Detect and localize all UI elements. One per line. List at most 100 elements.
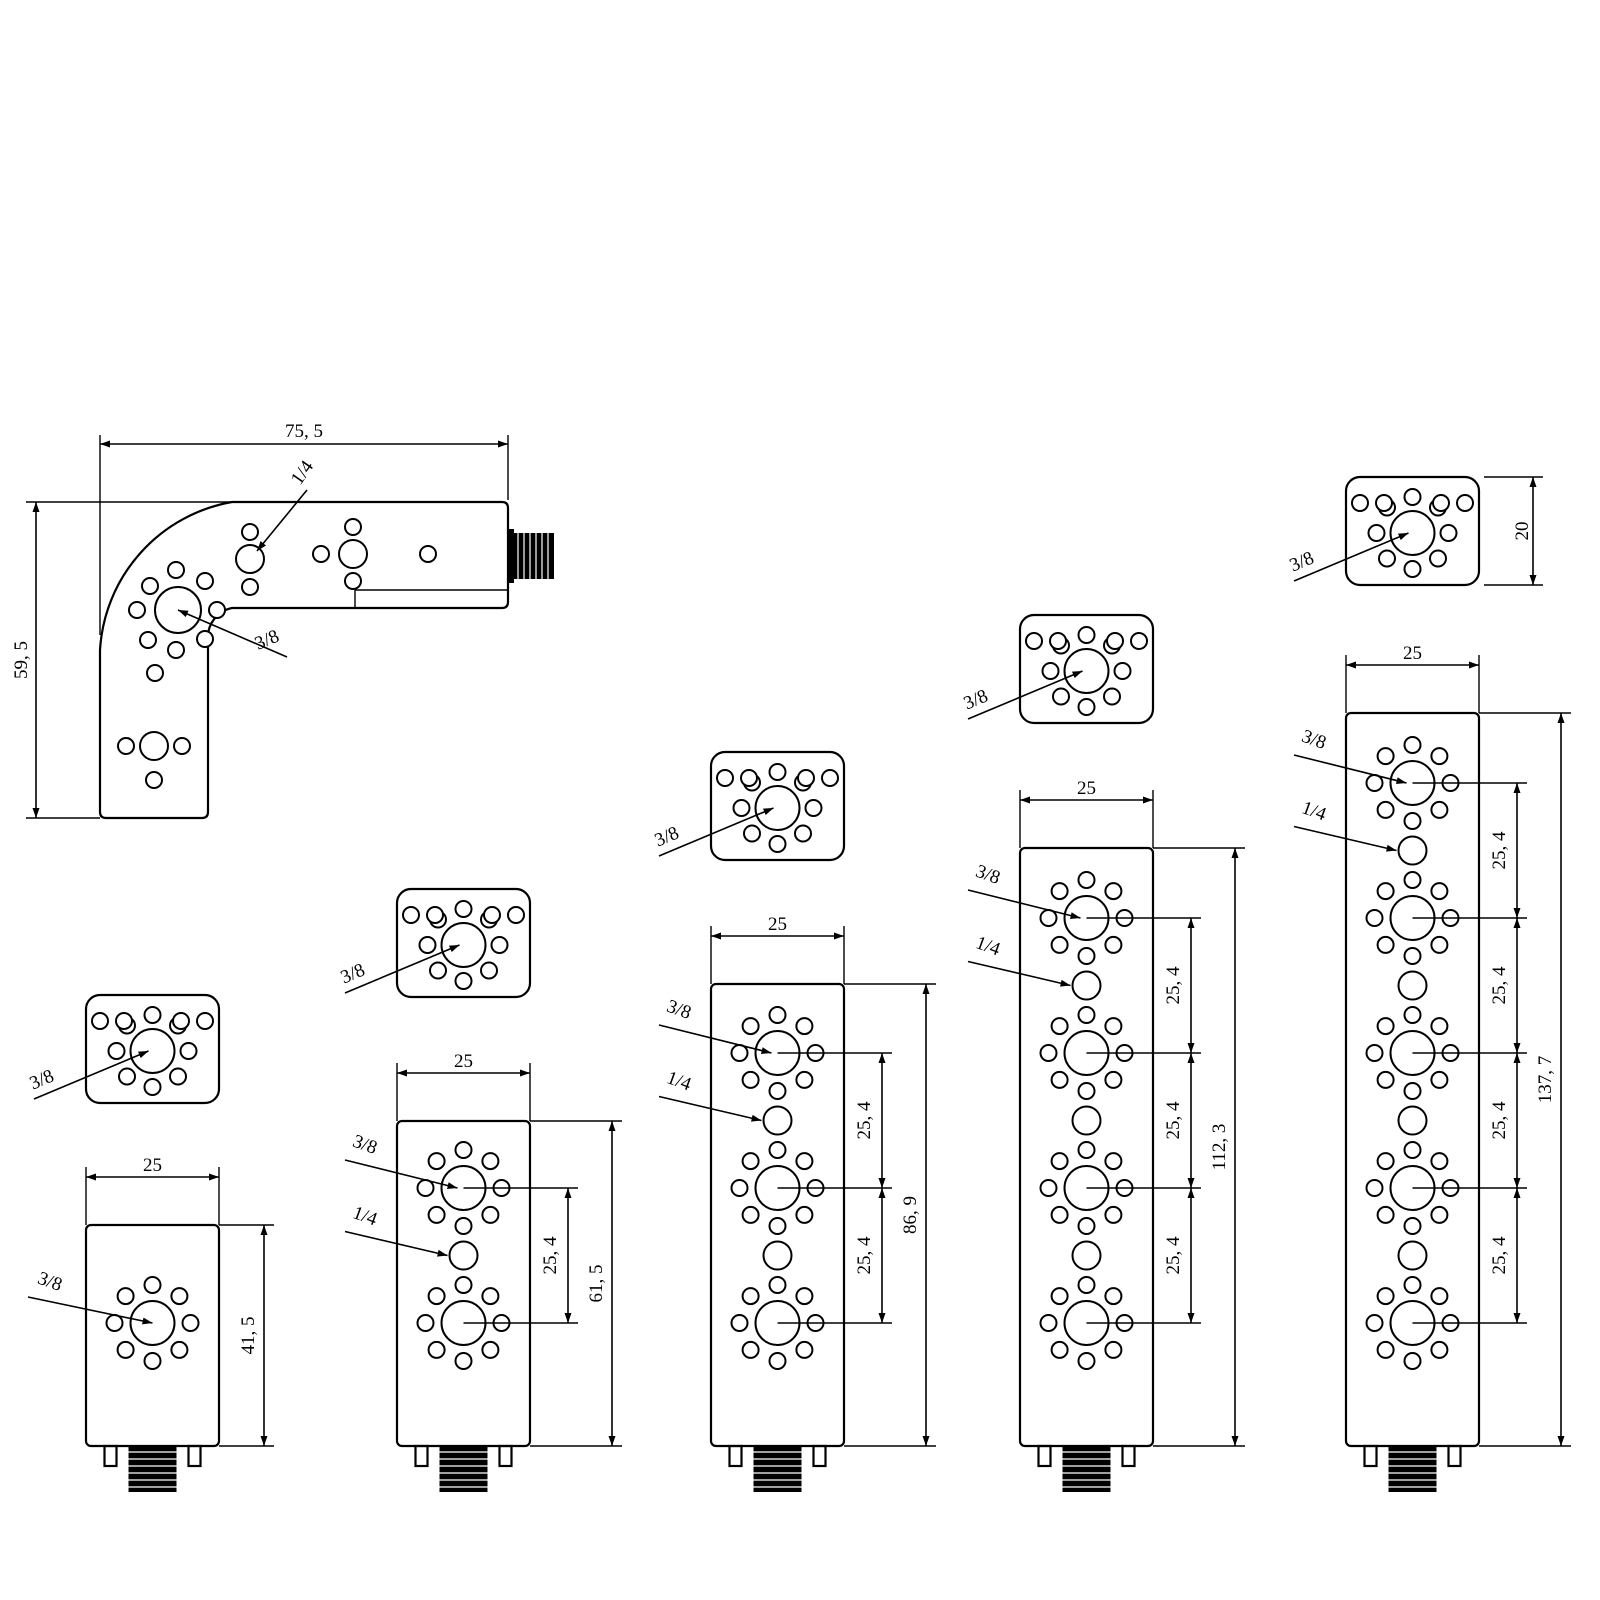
hole-small bbox=[1077, 1352, 1096, 1370]
hole-small bbox=[454, 900, 473, 918]
hole-small bbox=[1367, 524, 1386, 542]
hole-small bbox=[143, 1006, 162, 1024]
hole-quarter bbox=[1071, 970, 1102, 1001]
bracket-quarter-label: 1/4 bbox=[287, 457, 318, 489]
hole-small bbox=[1039, 1314, 1058, 1332]
hole-small bbox=[1104, 935, 1123, 954]
hole-small bbox=[454, 1217, 473, 1235]
hole-small bbox=[507, 906, 525, 924]
hole-small bbox=[795, 1017, 814, 1036]
bracket-leader-large bbox=[177, 609, 288, 658]
hole-small bbox=[115, 1012, 133, 1030]
hole-small bbox=[490, 936, 509, 954]
hole-large bbox=[1063, 648, 1110, 694]
end-plate-outline bbox=[1344, 475, 1481, 587]
hole-small bbox=[1430, 747, 1449, 766]
hole-small bbox=[730, 1044, 749, 1062]
hole-small bbox=[1077, 1217, 1096, 1235]
hole-small bbox=[1430, 1205, 1449, 1224]
hole-small bbox=[454, 1352, 473, 1370]
hole-small bbox=[105, 1314, 124, 1332]
hole-small bbox=[1104, 882, 1123, 901]
hole-small bbox=[795, 1340, 814, 1359]
end-plate-outline bbox=[1018, 613, 1155, 725]
hole-small bbox=[146, 664, 164, 682]
hole-small bbox=[483, 906, 501, 924]
hole-small bbox=[416, 1314, 435, 1332]
hole-small bbox=[1430, 1152, 1449, 1171]
hole-small bbox=[427, 1205, 446, 1224]
leader-large-label: 3/8 bbox=[350, 1131, 380, 1159]
leader-large-label: 3/8 bbox=[664, 996, 694, 1024]
pitch-label: 25, 4 bbox=[854, 1236, 875, 1275]
bracket-height-label: 59, 5 bbox=[11, 641, 32, 679]
hole-small bbox=[768, 1082, 787, 1100]
hole-small bbox=[454, 1141, 473, 1159]
l-bracket-outline bbox=[98, 500, 510, 820]
hole-small bbox=[481, 1152, 500, 1171]
end-plate-outline bbox=[395, 887, 532, 999]
hole-small bbox=[1365, 774, 1384, 792]
pitch-label: 25, 4 bbox=[1489, 831, 1510, 870]
hole-small bbox=[1376, 1017, 1395, 1036]
hole-small bbox=[1039, 1179, 1058, 1197]
hole-small bbox=[1103, 687, 1121, 706]
hole-small bbox=[1050, 1287, 1069, 1306]
hole-small bbox=[1050, 1340, 1069, 1359]
hole-small bbox=[1104, 1287, 1123, 1306]
hole-small bbox=[118, 1067, 136, 1086]
hole-small bbox=[1430, 935, 1449, 954]
hole-quarter bbox=[1397, 970, 1428, 1001]
hole-small bbox=[768, 1141, 787, 1159]
leader-large-label: 3/8 bbox=[973, 861, 1003, 889]
hole-small bbox=[1376, 935, 1395, 954]
hole-small bbox=[181, 1314, 200, 1332]
leader-quarter-label: 1/4 bbox=[1299, 797, 1329, 825]
height-label: 137, 7 bbox=[1535, 1056, 1556, 1104]
end-plate-label: 3/8 bbox=[652, 823, 683, 852]
hole-small bbox=[1430, 800, 1449, 819]
end-plate: 3/8 bbox=[652, 750, 846, 862]
hole-small bbox=[418, 936, 437, 954]
hole-small bbox=[768, 1276, 787, 1294]
hole-small bbox=[1104, 1017, 1123, 1036]
hole-small bbox=[741, 1070, 760, 1089]
l-bracket-hub-arm bbox=[312, 518, 437, 590]
hole-small bbox=[1365, 909, 1384, 927]
hole-small bbox=[1376, 1340, 1395, 1359]
height-label: 41, 5 bbox=[238, 1317, 259, 1355]
hole-small bbox=[1376, 882, 1395, 901]
hole-small bbox=[1351, 494, 1369, 512]
hole-small bbox=[1430, 1287, 1449, 1306]
hole-small bbox=[732, 799, 751, 817]
hole-large bbox=[1389, 510, 1436, 556]
bar-width-label: 25 bbox=[454, 1051, 473, 1072]
hole-small bbox=[426, 906, 444, 924]
hole-small bbox=[1378, 549, 1396, 568]
mount-stud bbox=[728, 1444, 827, 1492]
pitch-label: 25, 4 bbox=[1163, 1236, 1184, 1275]
hole-small bbox=[116, 1340, 135, 1359]
hole-small bbox=[1050, 1205, 1069, 1224]
hole-small bbox=[730, 1314, 749, 1332]
hole-small bbox=[454, 972, 473, 990]
pitch-label: 25, 4 bbox=[1489, 1101, 1510, 1140]
hole-small bbox=[768, 1352, 787, 1370]
bracket-large-label: 3/8 bbox=[252, 626, 283, 655]
hole-quarter bbox=[448, 1240, 479, 1271]
hole-small bbox=[170, 1340, 189, 1359]
bar-width-label: 25 bbox=[1403, 643, 1422, 664]
mount-stud bbox=[1363, 1444, 1462, 1492]
leader-quarter-label: 1/4 bbox=[350, 1202, 380, 1230]
hole-small bbox=[419, 545, 437, 563]
end-plate-leader bbox=[344, 944, 460, 994]
hole-quarter bbox=[1397, 835, 1428, 866]
mount-stud bbox=[414, 1444, 513, 1492]
hole-quarter bbox=[1397, 1105, 1428, 1136]
hole-small bbox=[743, 824, 761, 843]
end-plate-label: 3/8 bbox=[1287, 548, 1318, 577]
